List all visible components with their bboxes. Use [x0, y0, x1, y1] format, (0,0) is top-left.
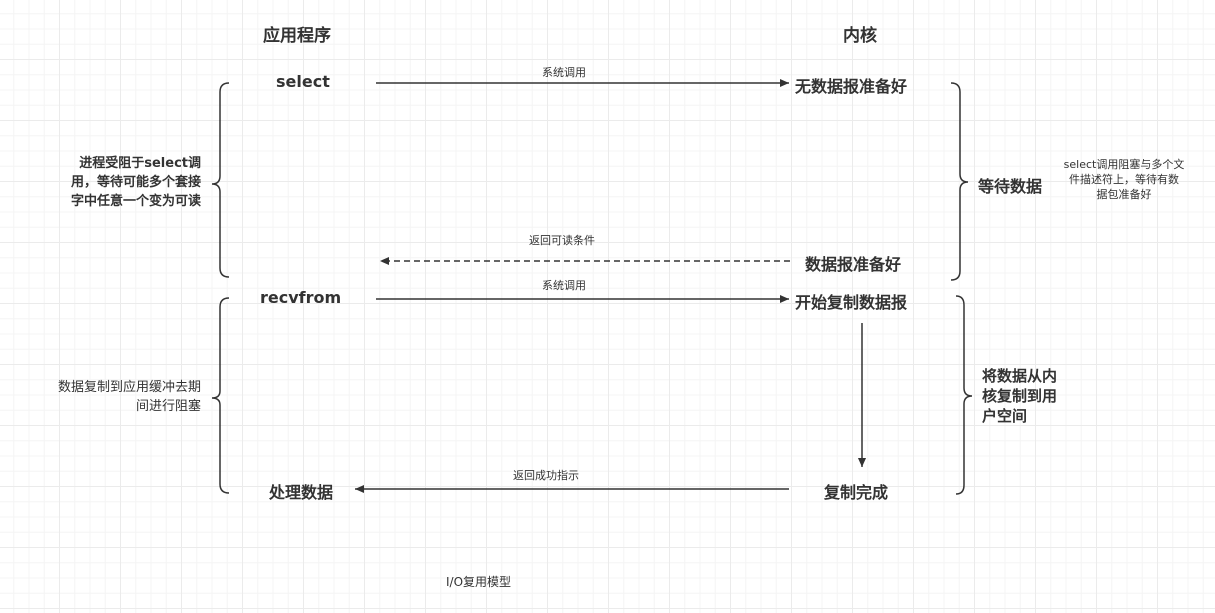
- right-bottom-brace: [955, 295, 973, 495]
- note-line: 核复制到用: [982, 387, 1058, 405]
- note-line: 据包准备好: [1096, 188, 1152, 201]
- left-bottom-brace: [211, 297, 230, 494]
- copy-done-node: 复制完成: [824, 483, 889, 502]
- select-node: select: [276, 72, 330, 91]
- syscall-label-1: 系统调用: [542, 66, 586, 79]
- left-top-brace: [211, 82, 230, 278]
- note-line: 字中任意一个变为可读: [70, 194, 201, 209]
- app-column-header: 应用程序: [263, 26, 331, 46]
- copy-to-user-note: 将数据从内 核复制到用 户空间: [982, 366, 1057, 426]
- note-line: 户空间: [982, 407, 1028, 425]
- diagram-caption: I/O复用模型: [446, 575, 512, 589]
- return-success-label: 返回成功指示: [513, 469, 579, 482]
- select-multiplex-note: select调用阻塞与多个文 件描述符上，等待有数 据包准备好: [1058, 157, 1190, 202]
- copy-blocked-note: 数据复制到应用缓冲去期 间进行阻塞: [58, 378, 201, 416]
- data-ready-node: 数据报准备好: [805, 255, 902, 274]
- process-data-node: 处理数据: [269, 483, 334, 502]
- wait-data-label: 等待数据: [978, 177, 1043, 196]
- note-line: 用，等待可能多个套接: [70, 175, 201, 190]
- note-line: 进程受阻于select调: [79, 156, 201, 171]
- note-line: 间进行阻塞: [135, 399, 201, 414]
- no-data-ready-node: 无数据报准备好: [795, 77, 908, 96]
- note-line: 将数据从内: [982, 367, 1058, 385]
- start-copy-node: 开始复制数据报: [795, 293, 908, 312]
- note-line: select调用阻塞与多个文: [1063, 158, 1185, 171]
- syscall-label-2: 系统调用: [542, 279, 586, 292]
- select-blocked-note: 进程受阻于select调 用，等待可能多个套接 字中任意一个变为可读: [71, 154, 201, 211]
- recvfrom-node: recvfrom: [260, 288, 342, 307]
- note-line: 数据复制到应用缓冲去期: [57, 380, 201, 395]
- right-top-brace: [950, 82, 969, 281]
- note-line: 件描述符上，等待有数: [1069, 173, 1179, 186]
- kernel-column-header: 内核: [843, 26, 877, 46]
- return-readable-label: 返回可读条件: [529, 234, 595, 247]
